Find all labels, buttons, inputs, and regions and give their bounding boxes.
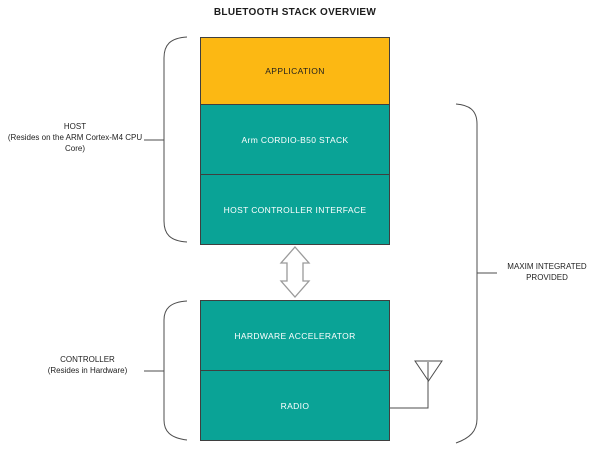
host-brace <box>144 36 188 243</box>
radio-box-label: RADIO <box>280 400 310 411</box>
hardware-accelerator-box-label: HARDWARE ACCELERATOR <box>234 330 356 341</box>
cordio-b50-stack-box: Arm CORDIO-B50 STACK <box>200 104 390 175</box>
diagram-title: BLUETOOTH STACK OVERVIEW <box>213 7 377 18</box>
host-controller-interface-box: HOST CONTROLLER INTERFACE <box>200 174 390 245</box>
maxim-provided-label: MAXIM INTEGRATED PROVIDED <box>507 262 587 283</box>
antenna-icon <box>390 360 443 409</box>
host-controller-interface-box-label: HOST CONTROLLER INTERFACE <box>223 204 367 215</box>
host-label-subtitle: (Resides on the ARM Cortex-M4 CPU Core) <box>7 133 143 154</box>
controller-label-title: CONTROLLER <box>60 355 115 364</box>
controller-label: CONTROLLER (Resides in Hardware) <box>20 354 155 376</box>
radio-box: RADIO <box>200 370 390 441</box>
host-label-title: HOST <box>63 122 87 131</box>
application-box-label: APPLICATION <box>265 66 325 76</box>
hardware-accelerator-box: HARDWARE ACCELERATOR <box>200 300 390 371</box>
application-box: APPLICATION <box>200 37 390 105</box>
maxim-brace <box>455 103 497 444</box>
cordio-b50-stack-box-label: Arm CORDIO-B50 STACK <box>241 134 349 145</box>
bidirectional-arrow-icon <box>279 246 311 298</box>
host-label: HOST (Resides on the ARM Cortex-M4 CPU C… <box>5 121 145 155</box>
controller-label-subtitle: (Resides in Hardware) <box>47 366 128 376</box>
